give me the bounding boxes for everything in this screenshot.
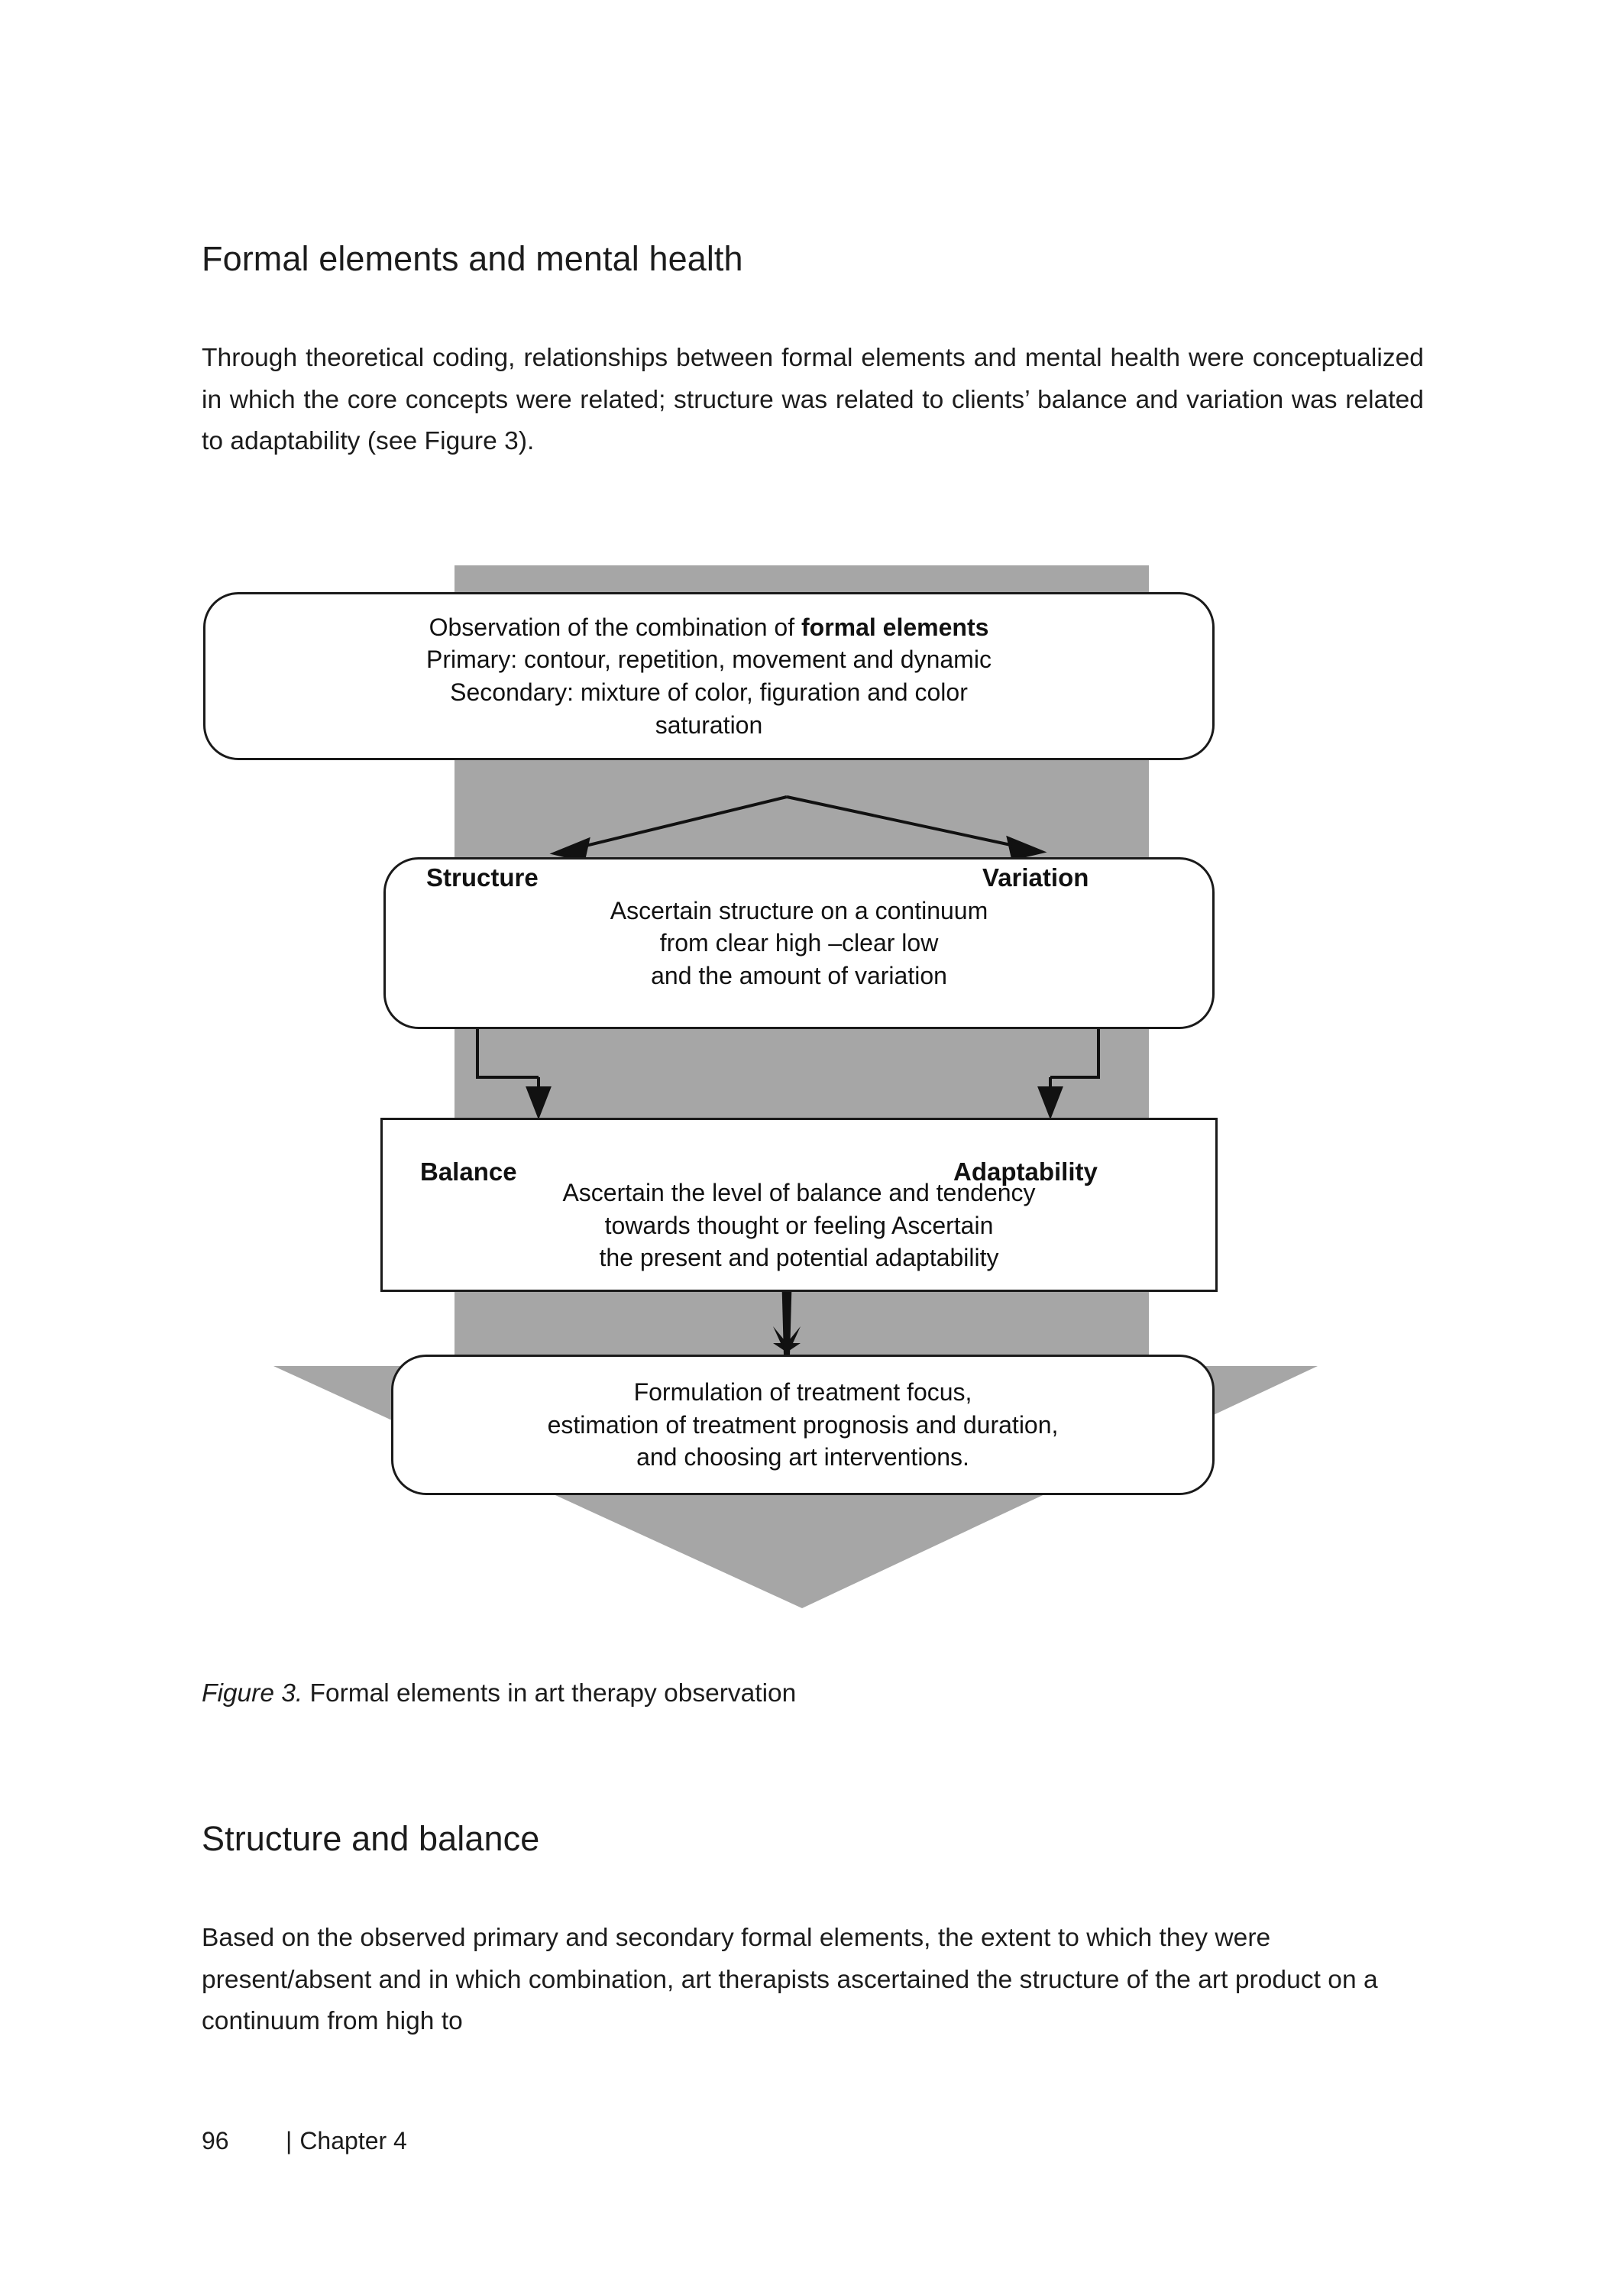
- figure-box-structvar-line-1: Ascertain structure on a continuum: [610, 896, 988, 924]
- paragraph-intro: Through theoretical coding, relationship…: [202, 344, 1424, 456]
- gray-block-arrow-shape: [273, 565, 1318, 1608]
- page-footer: 96 | Chapter 4: [202, 2127, 407, 2155]
- figure-text: Observation of the combination of: [429, 613, 801, 641]
- figure-box-observation-line-1: Observation of the combination of formal…: [429, 611, 989, 644]
- footer-separator: |: [286, 2127, 293, 2154]
- label-adaptability: Adaptability: [953, 1157, 1098, 1186]
- heading-2-wrapper: Structure and balance: [202, 1818, 539, 1860]
- paragraph-structure-balance: Based on the observed primary and second…: [202, 1924, 1378, 2036]
- label-balance: Balance: [420, 1157, 517, 1186]
- figure-box-balance-adaptability: Ascertain the level of balance and tende…: [380, 1118, 1218, 1292]
- figure-3: Observation of the combination of formal…: [202, 558, 1424, 1620]
- paragraph-2-wrapper: Based on the observed primary and second…: [202, 1918, 1439, 2043]
- label-structure: Structure: [426, 863, 539, 892]
- figure-caption-label: Figure 3.: [202, 1679, 303, 1708]
- figure-caption-text: Formal elements in art therapy observati…: [302, 1679, 797, 1708]
- figure-box-formulation-line-1: Formulation of treatment focus,: [633, 1378, 972, 1407]
- label-variation: Variation: [982, 863, 1089, 892]
- figure-box-balance-line-1: Ascertain the level of balance and tende…: [562, 1179, 1036, 1207]
- figure-box-observation-line-4: saturation: [655, 711, 763, 739]
- heading-structure-and-balance: Structure and balance: [202, 1819, 540, 1858]
- figure-box-formulation-line-2: estimation of treatment prognosis and du…: [547, 1410, 1059, 1439]
- figure-box-balance-line-2: towards thought or feeling Ascertain: [604, 1211, 994, 1239]
- footer-page-number: 96: [202, 2127, 229, 2154]
- split-double-arrow: [549, 795, 1047, 863]
- figure-box-structvar-line-3: and the amount of variation: [651, 961, 947, 989]
- figure-box-observation-line-3: Secondary: mixture of color, figuration …: [450, 678, 968, 706]
- figure-box-structure-variation: Ascertain structure on a continuum from …: [383, 857, 1215, 1029]
- figure-box-formulation: Formulation of treatment focus, estimati…: [391, 1355, 1215, 1495]
- figure-box-formulation-line-3: and choosing art interventions.: [636, 1443, 969, 1471]
- page-title-wrapper: Formal elements and mental health: [202, 238, 743, 280]
- figure-caption-wrapper: Figure 3. Formal elements in art therapy…: [202, 1679, 796, 1708]
- heading-formal-elements-and-mental-health: Formal elements and mental health: [202, 239, 743, 278]
- footer-chapter-label: Chapter 4: [299, 2127, 407, 2154]
- paragraph-1-wrapper: Through theoretical coding, relationship…: [202, 338, 1424, 463]
- figure-box-balance-line-3: the present and potential adaptability: [599, 1244, 999, 1272]
- figure-caption: Figure 3. Formal elements in art therapy…: [202, 1679, 796, 1708]
- figure-text-bold: formal elements: [801, 613, 989, 641]
- figure-box-structvar-line-2: from clear high –clear low: [659, 929, 939, 957]
- figure-box-observation-line-2: Primary: contour, repetition, movement a…: [426, 646, 992, 674]
- figure-box-observation: Observation of the combination of formal…: [203, 592, 1215, 760]
